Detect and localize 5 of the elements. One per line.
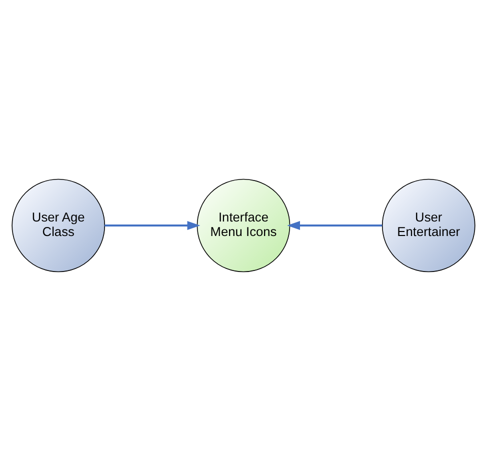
node-circle: Interface Menu Icons [196, 178, 290, 272]
node-circle: User Age Class [12, 178, 106, 272]
arrow [104, 220, 200, 230]
arrow [287, 220, 382, 230]
node-circle: User Entertainer [382, 178, 476, 272]
